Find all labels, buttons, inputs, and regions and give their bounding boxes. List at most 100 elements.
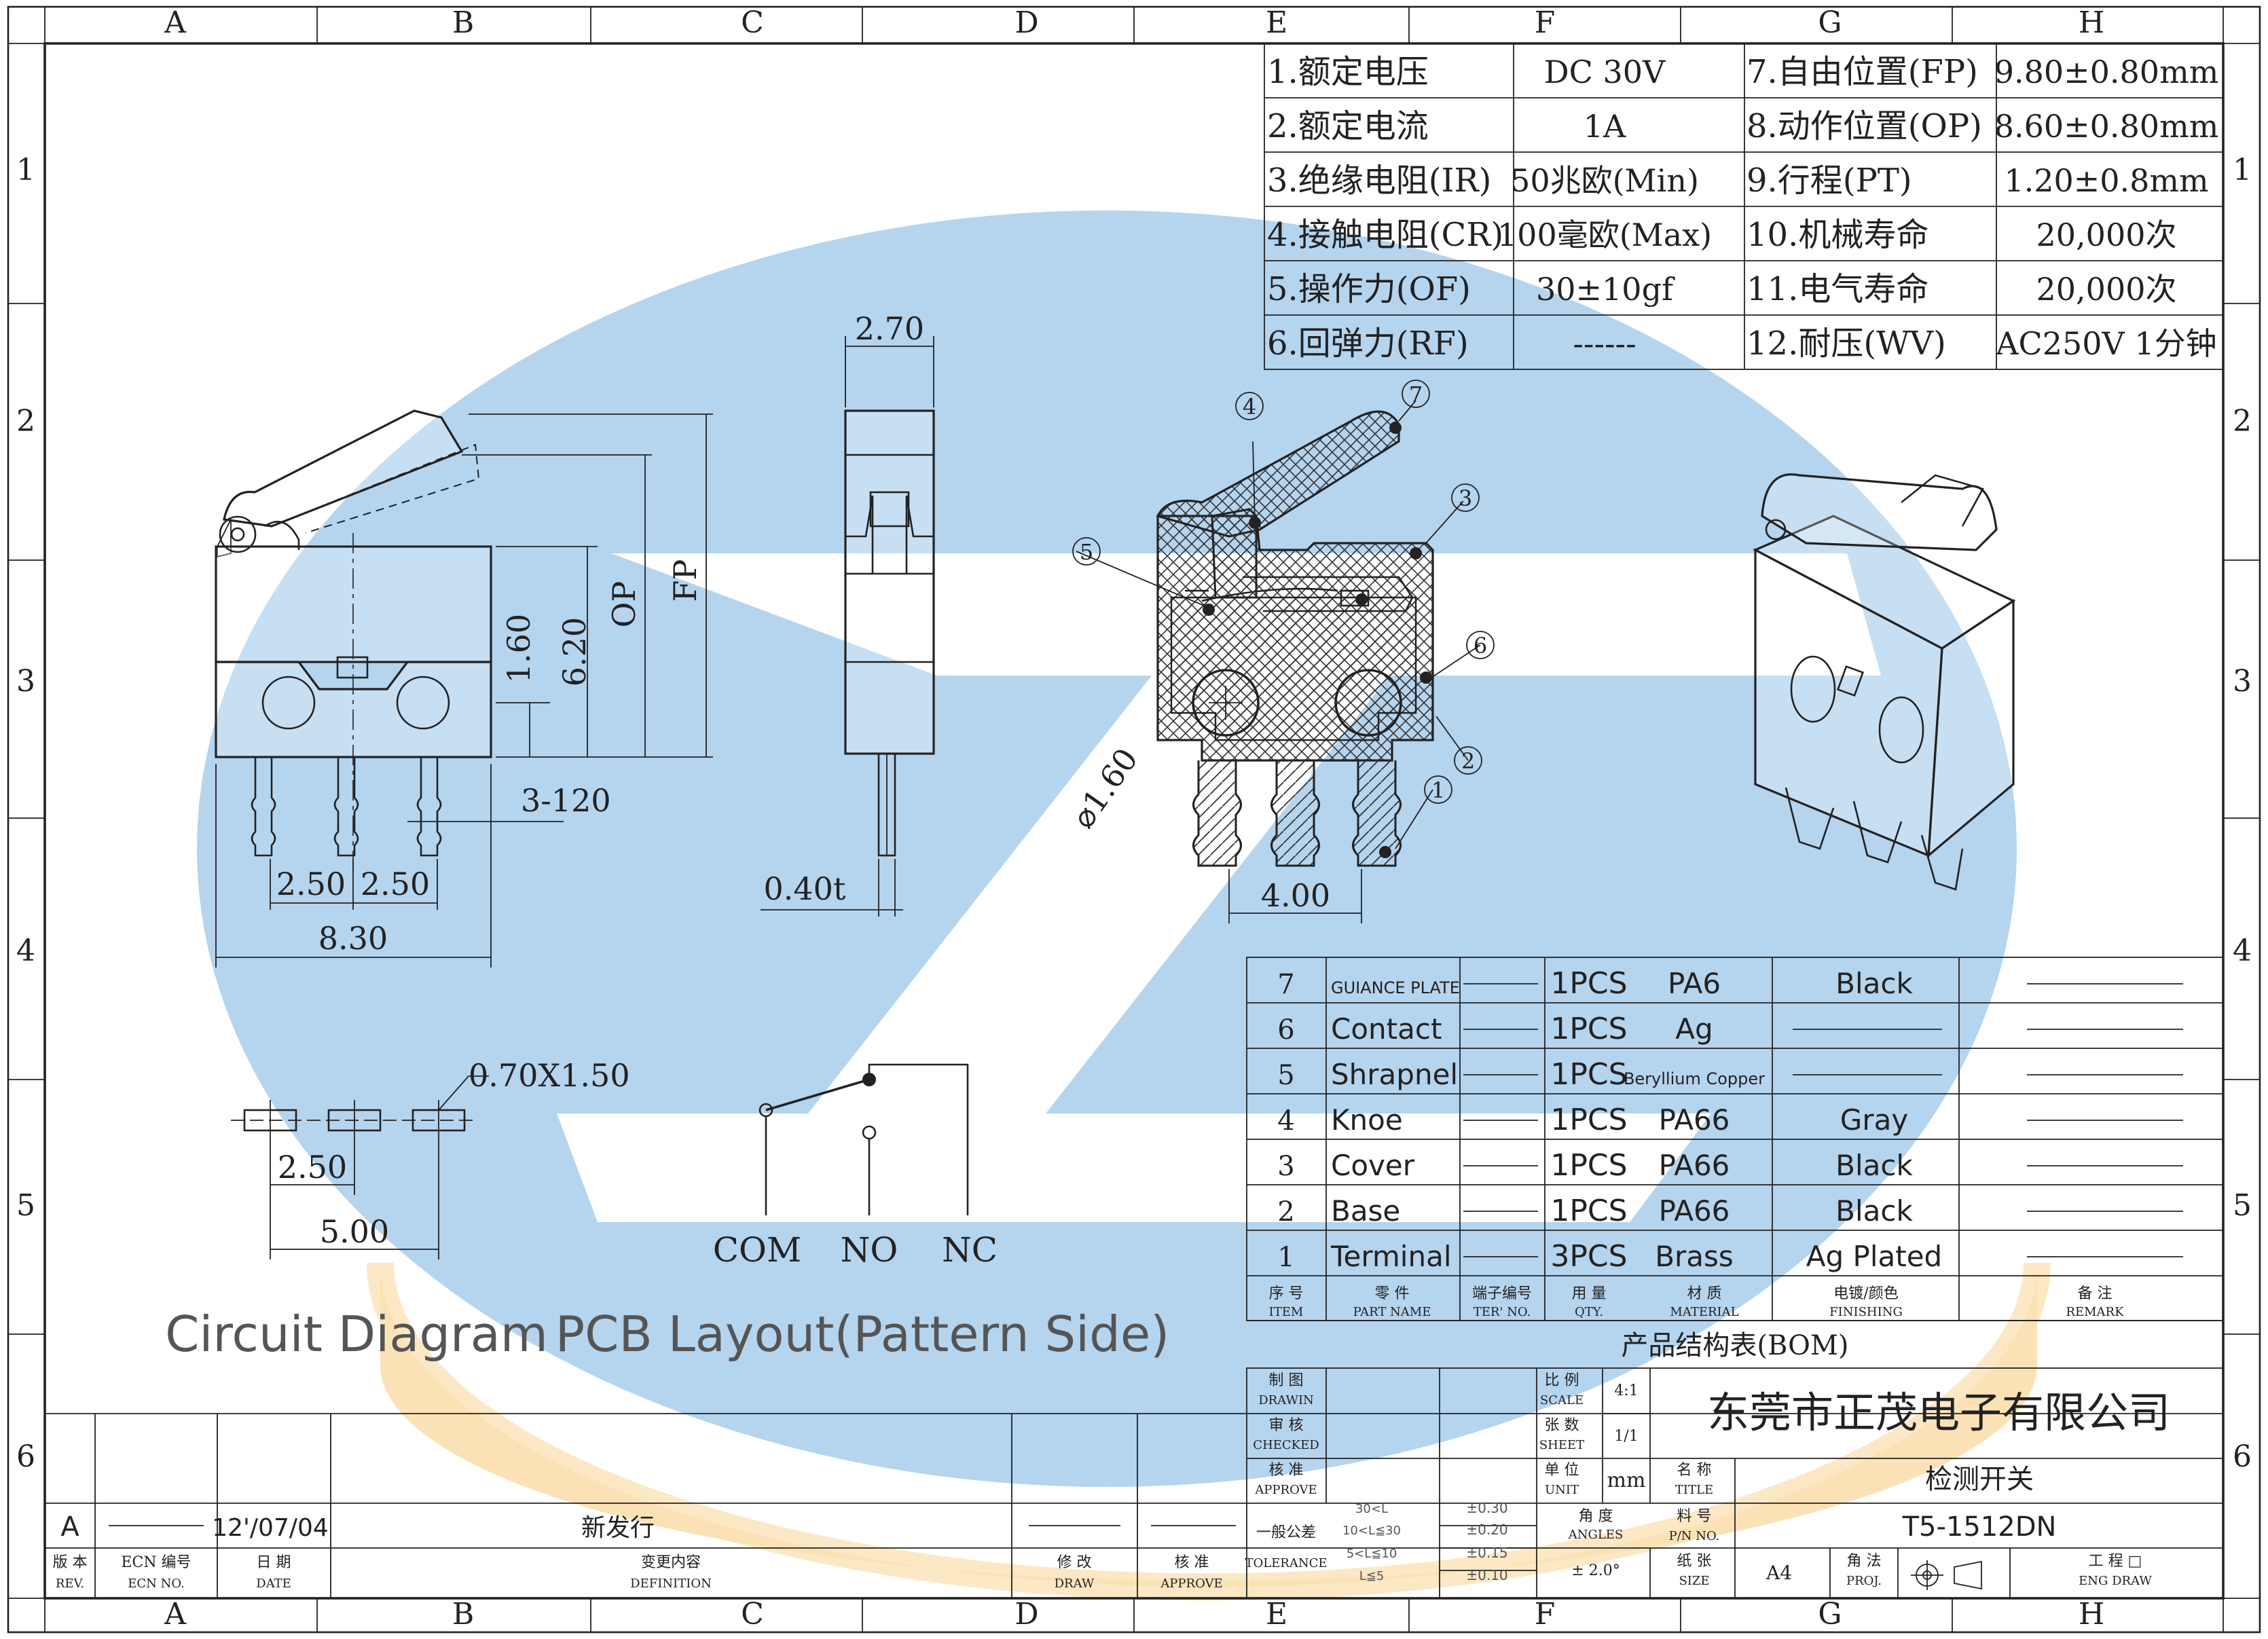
sheet-value: 1/1 [1614,1428,1638,1445]
revision-header-en: DATE [256,1577,291,1591]
column-label-bottom: E [1266,1597,1287,1632]
callout-marker [1424,775,1452,804]
circuit-terminal-label: NO [841,1230,898,1270]
row-label-right: 3 [2233,664,2252,699]
spec-value: 1.20±0.8mm [2004,162,2208,199]
column-label-bottom: G [1818,1597,1842,1632]
row-label-left: 3 [16,664,35,699]
title-block-label-cn: 单 位 [1545,1462,1579,1479]
dim-holes: 3-120 [521,782,611,819]
title-block-label-en: TOLERANCE [1245,1556,1327,1570]
revision-header-cn: 变更内容 [641,1554,701,1571]
title-block-label-cn: 名 称 [1677,1462,1712,1479]
isometric-view [1753,473,2016,891]
revision-header-cn: 核 准 [1175,1554,1209,1571]
dim-pad-size: 0.70X1.50 [469,1057,630,1094]
row-label-left: 4 [16,934,35,968]
tolerance-value: ±0.15 [1466,1545,1507,1561]
column-label-bottom: A [164,1597,187,1632]
title-block-label-en: APPROVE [1254,1483,1317,1497]
bom-header-cn: 备 注 [2078,1285,2112,1302]
dim-thickness: 0.40t [764,870,846,907]
bom-item: 5 [1277,1060,1294,1091]
dim-pad-span: 5.00 [320,1213,389,1250]
revision-letter: A [60,1511,79,1543]
column-label-top: B [452,5,474,40]
bom-qty: 1PCS [1550,1057,1627,1092]
column-label-top: H [2079,5,2104,40]
revision-date: 12'/07/04 [212,1514,329,1542]
bom-header-en: ITEM [1269,1305,1304,1319]
revision-header-cn: ECN 编号 [121,1554,191,1571]
section-view [1076,400,1481,923]
bom-part-name: Knoe [1331,1103,1403,1137]
revision-header-cn: 修 改 [1057,1554,1092,1571]
bom-header-cn: 材 质 [1687,1285,1722,1302]
front-view-terminals [251,757,442,857]
row-label-left: 1 [16,153,35,187]
spec-label: 2.额定电流 [1267,107,1429,145]
bom-material: Brass [1655,1240,1734,1273]
spec-label: 11.电气寿命 [1746,270,1928,308]
spec-value: ------ [1573,325,1636,362]
dim-h2: 6.20 [556,617,593,686]
bom-material: Beryllium Copper [1624,1069,1765,1088]
bom-finish: Black [1835,1194,1913,1228]
title-block-label-cn: 料 号 [1677,1508,1712,1525]
callout-marker [1466,631,1495,659]
tolerance-value: ±0.20 [1466,1522,1507,1538]
bom-material: PA66 [1659,1194,1730,1228]
revision-header-cn: 版 本 [53,1554,88,1571]
tolerance-range: 5<L≦10 [1347,1547,1397,1561]
callout-number: 7 [1409,382,1423,407]
spec-value: 20,000次 [2036,217,2177,253]
dim-op: OP [606,581,642,628]
title-block-label-en: CHECKED [1253,1438,1319,1452]
row-label-left: 5 [16,1188,35,1223]
callout-marker [1402,380,1430,408]
dim-width: 8.30 [318,920,388,957]
circuit-diagram [758,1063,969,1215]
company-name: 东莞市正茂电子有限公司 [1707,1388,2170,1437]
title-block-label-cn: 工 程 □ [2089,1553,2142,1570]
title-block-label-en: SHEET [1539,1438,1584,1452]
title-block-label-en: P/N NO. [1669,1529,1720,1543]
callout-marker [1235,392,1264,420]
callout-number: 5 [1080,539,1093,565]
bom-header-cn: 端子编号 [1472,1285,1532,1302]
spec-label: 6.回弹力(RF) [1267,325,1469,363]
title-block-label-cn: 核 准 [1269,1462,1304,1479]
column-label-top: D [1014,5,1038,40]
bom-header-cn: 零 件 [1375,1285,1410,1302]
circuit-terminal-label: NC [942,1230,998,1270]
circuit-caption: Circuit Diagram [165,1306,548,1363]
bom-finish: Ag Plated [1806,1240,1942,1273]
spec-value: 8.60±0.80mm [1994,108,2219,145]
bom-part-name: Base [1331,1194,1400,1228]
part-number: T5-1512DN [1902,1511,2057,1543]
callout-number: 6 [1474,633,1487,659]
row-label-right: 4 [2233,934,2252,968]
bom-material: Ag [1675,1012,1713,1046]
paper-size: A4 [1766,1562,1792,1584]
front-view [215,409,713,968]
bom-header-en: PART NAME [1353,1305,1431,1319]
title-block-label-cn: 角 法 [1847,1553,1882,1570]
watermark-logo [197,210,2051,1601]
angles-value: ± 2.0° [1571,1562,1620,1579]
circuit-terminal-label: COM [713,1230,801,1270]
bom-header-cn: 电镀/颜色 [1833,1285,1898,1302]
callout-marker [1072,537,1101,566]
column-label-top: A [164,5,187,40]
column-label-top: E [1266,5,1287,40]
dim-fp: FP [667,559,703,602]
title-block-label-cn: 审 核 [1269,1417,1304,1434]
bom-qty: 1PCS [1550,1103,1627,1137]
bom-finish: Black [1835,1149,1913,1182]
bom-header-en: MATERIAL [1670,1305,1738,1319]
title-block-label-en: SIZE [1679,1574,1709,1588]
spec-value: 30±10gf [1536,271,1675,308]
spec-value: AC250V 1分钟 [1995,325,2216,362]
